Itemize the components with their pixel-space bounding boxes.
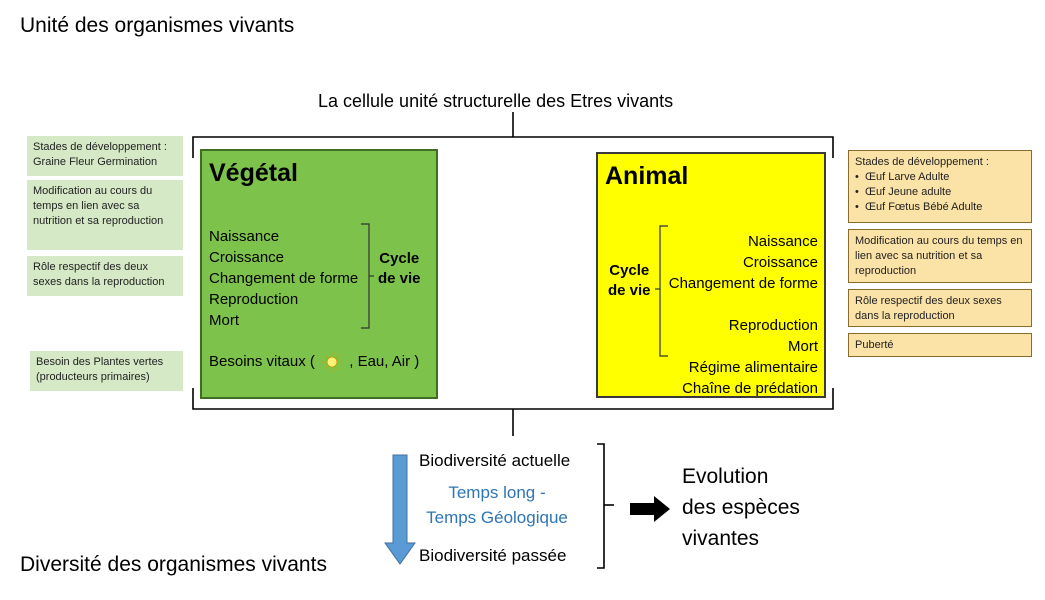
sun-icon bbox=[322, 352, 343, 373]
animal-title: Animal bbox=[605, 162, 689, 190]
vegetal-cycle-label: Cycle de vie bbox=[378, 250, 421, 287]
animal-cycle-label: Cycle de vie bbox=[608, 262, 651, 299]
left-note-stages: Stades de développement : Graine Fleur G… bbox=[27, 136, 183, 176]
right-note-stage-item: • Œuf Fœtus Bébé Adulte bbox=[855, 200, 983, 213]
list-item bbox=[669, 294, 818, 315]
right-note-stage-item: • Œuf Jeune adulte bbox=[855, 185, 952, 198]
right-note-stages: Stades de développement : • Œuf Larve Ad… bbox=[848, 150, 1032, 223]
list-item: Reproduction bbox=[209, 291, 299, 308]
list-item: Croissance bbox=[742, 254, 818, 271]
left-note-plants: Besoin des Plantes vertes (producteurs p… bbox=[30, 351, 183, 391]
bottom-title: Diversité des organismes vivants bbox=[20, 553, 327, 576]
list-item: Régime alimentaire bbox=[688, 359, 818, 376]
list-item: Mort bbox=[209, 312, 239, 329]
page-title: Unité des organismes vivants bbox=[20, 14, 295, 37]
animal-life-list: Naissance Croissance Changement de forme… bbox=[669, 231, 818, 399]
biodiversity-current: Biodiversité actuelle bbox=[419, 451, 571, 470]
evolution-label: Evolution des espèces vivantes bbox=[682, 465, 800, 550]
list-item: Mort bbox=[788, 338, 818, 355]
list-item: Reproduction bbox=[728, 317, 818, 334]
list-item: Naissance bbox=[209, 228, 280, 245]
vegetal-life-list: Naissance Croissance Changement de forme… bbox=[209, 226, 358, 331]
geological-time-label: Temps long - Temps Géologique bbox=[426, 483, 568, 527]
animal-box: Animal Cycle de vie Naissance Croissance… bbox=[596, 152, 826, 398]
list-item: Naissance bbox=[747, 233, 818, 250]
list-item: Chaîne de prédation bbox=[682, 380, 818, 397]
right-note-roles: Rôle respectif des deux sexes dans la re… bbox=[848, 289, 1032, 327]
time-arrow-icon bbox=[384, 454, 416, 565]
left-note-roles: Rôle respectif des deux sexes dans la re… bbox=[27, 256, 183, 296]
list-item: Croissance bbox=[209, 249, 285, 266]
biodiversity-past: Biodiversité passée bbox=[419, 546, 567, 565]
vegetal-box: Végétal Naissance Croissance Changement … bbox=[200, 149, 438, 399]
left-note-modification: Modification au cours du temps en lien a… bbox=[27, 180, 183, 250]
animal-brace bbox=[655, 225, 668, 357]
right-note-modification: Modification au cours du temps en lien a… bbox=[848, 229, 1032, 283]
right-note-stages-title: Stades de développement : bbox=[855, 156, 989, 168]
right-note-stage-item: • Œuf Larve Adulte bbox=[855, 170, 950, 183]
right-note-puberty: Puberté bbox=[848, 333, 1032, 357]
vegetal-brace bbox=[361, 223, 374, 329]
list-item: Changement de forme bbox=[668, 275, 818, 292]
cell-title: La cellule unité structurelle des Etres … bbox=[318, 91, 674, 111]
vegetal-title: Végétal bbox=[209, 159, 298, 187]
list-item: Changement de forme bbox=[209, 270, 359, 287]
vegetal-needs: Besoins vitaux ( , Eau, Air ) bbox=[209, 351, 419, 373]
evolution-arrow-icon bbox=[630, 496, 670, 522]
